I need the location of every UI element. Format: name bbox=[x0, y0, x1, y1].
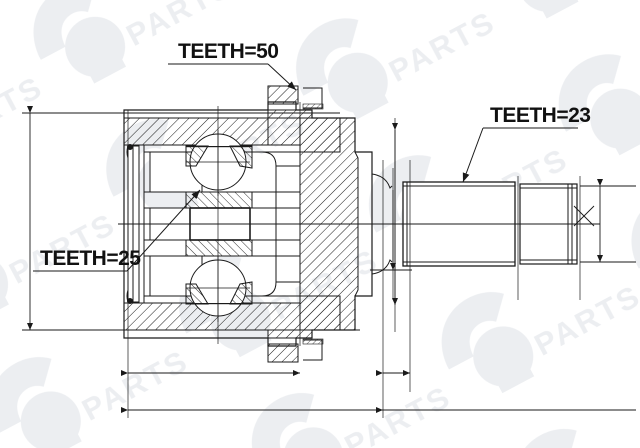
cage bbox=[185, 145, 253, 305]
annotation-teeth-23-label: TEETH=23 bbox=[490, 104, 590, 127]
annotation-underlines bbox=[33, 63, 578, 272]
leader-lines bbox=[126, 63, 484, 272]
dimension-lines bbox=[22, 106, 636, 413]
inner-race bbox=[185, 191, 253, 257]
annotation-teeth-25-label: TEETH=25 bbox=[40, 247, 141, 270]
annotation-teeth-50-label: TEETH=50 bbox=[178, 40, 278, 63]
abs-tone-ring bbox=[267, 85, 324, 363]
